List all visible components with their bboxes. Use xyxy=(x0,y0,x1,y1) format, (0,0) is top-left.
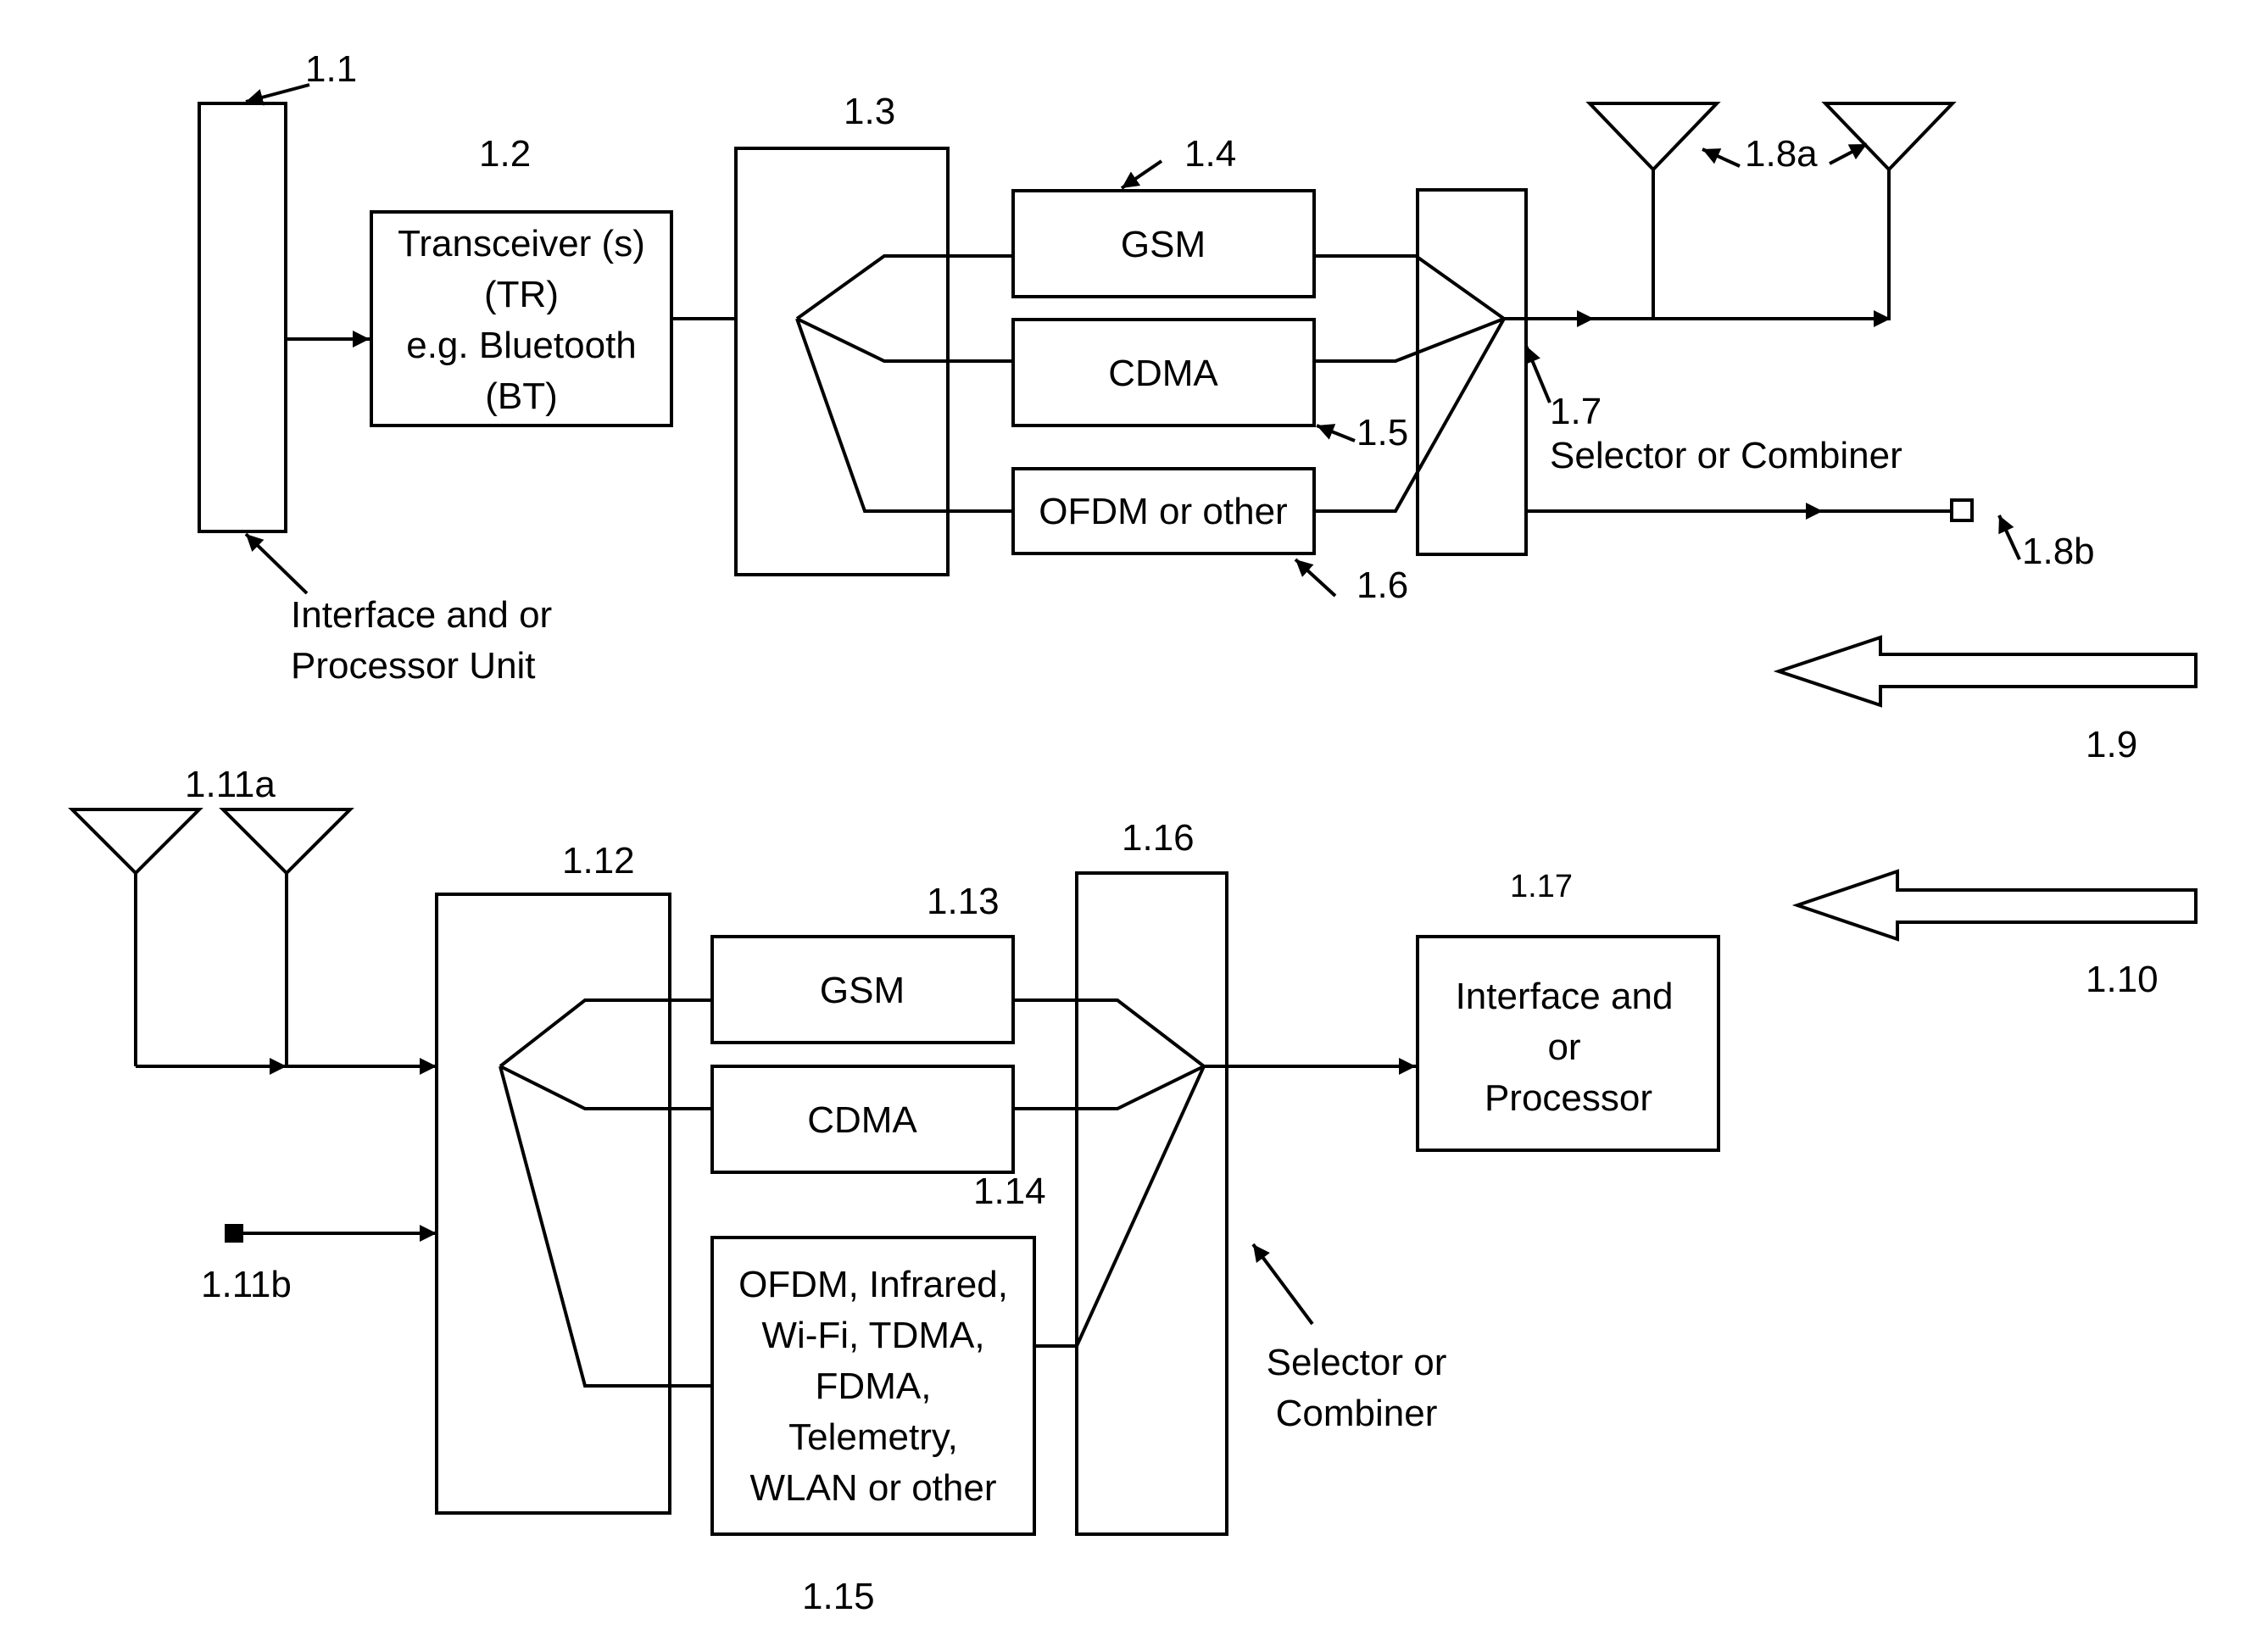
processor-line-3: Processor xyxy=(1485,1077,1652,1119)
ref-1-6: 1.6 xyxy=(1356,565,1408,606)
multi-line-4: Telemetry, xyxy=(788,1416,958,1458)
ref-1-8a: 1.8a xyxy=(1745,133,1818,175)
antenna-2-bottom xyxy=(223,809,350,873)
leader-1-4 xyxy=(1122,161,1161,188)
combine-path-cdma xyxy=(1314,319,1504,361)
interface-caption-line-1: Interface and or xyxy=(291,594,552,636)
antenna-1-top xyxy=(1590,103,1717,170)
transceiver-line-2: (TR) xyxy=(484,274,559,315)
processor-line-2: or xyxy=(1547,1026,1580,1068)
interface-caption-line-2: Processor Unit xyxy=(291,645,536,687)
leader-1-8a-left xyxy=(1702,149,1740,166)
leader-1-6 xyxy=(1295,559,1335,596)
selector-label-top: Selector or Combiner xyxy=(1550,435,1902,476)
leader-1-8b xyxy=(1999,515,2019,559)
ref-1-2: 1.2 xyxy=(479,133,531,175)
transceiver-line-3: e.g. Bluetooth xyxy=(406,325,637,366)
selector-box-top xyxy=(1418,190,1526,554)
ref-1-4: 1.4 xyxy=(1184,133,1236,175)
antenna-2-top xyxy=(1825,103,1953,170)
antenna-1-bottom xyxy=(72,809,199,873)
leader-1-8a-right xyxy=(1830,144,1867,164)
cdma-label-bottom: CDMA xyxy=(807,1099,917,1141)
combine-path-gsm-bottom xyxy=(1013,1000,1204,1066)
multi-line-1: OFDM, Infrared, xyxy=(738,1264,1008,1305)
leader-selector-bottom xyxy=(1253,1244,1312,1324)
ref-1-13: 1.13 xyxy=(927,881,1000,922)
gsm-label-top: GSM xyxy=(1121,224,1206,265)
ref-1-16: 1.16 xyxy=(1122,817,1195,859)
leader-1-1 xyxy=(246,85,309,102)
ref-1-17: 1.17 xyxy=(1510,869,1573,904)
selector-label-bottom-line-1: Selector or xyxy=(1267,1342,1447,1383)
transceiver-line-1: Transceiver (s) xyxy=(398,223,645,264)
multi-line-2: Wi-Fi, TDMA, xyxy=(761,1315,984,1356)
ref-1-14: 1.14 xyxy=(973,1171,1046,1212)
cdma-label-top: CDMA xyxy=(1108,353,1218,394)
port-terminal-bottom xyxy=(225,1224,243,1243)
ofdm-label-top: OFDM or other xyxy=(1039,491,1287,532)
combine-path-ofdm xyxy=(1314,319,1504,511)
processor-line-1: Interface and xyxy=(1456,976,1674,1017)
combine-path-gsm xyxy=(1314,256,1504,319)
combine-path-cdma-bottom xyxy=(1013,1066,1204,1109)
ref-1-11b: 1.11b xyxy=(201,1264,292,1305)
flow-arrow-bottom xyxy=(1797,871,2196,939)
flow-arrow-top xyxy=(1779,637,2196,705)
ref-1-8b: 1.8b xyxy=(2022,531,2095,572)
ref-1-1: 1.1 xyxy=(305,48,357,90)
leader-interface-caption xyxy=(246,534,307,593)
ref-1-10: 1.10 xyxy=(2086,959,2159,1000)
multi-line-5: WLAN or other xyxy=(750,1467,997,1509)
multi-line-3: FDMA, xyxy=(816,1366,932,1407)
splitter-box-bottom xyxy=(437,894,670,1513)
leader-1-5 xyxy=(1317,426,1355,441)
gsm-label-bottom: GSM xyxy=(820,970,905,1011)
selector-label-bottom-line-2: Combiner xyxy=(1276,1393,1438,1434)
ref-1-3: 1.3 xyxy=(844,91,895,132)
ref-1-7: 1.7 xyxy=(1550,391,1602,432)
ref-1-9: 1.9 xyxy=(2086,724,2137,765)
selector-box-bottom xyxy=(1077,873,1227,1534)
port-terminal-top xyxy=(1952,500,1972,520)
ref-1-15: 1.15 xyxy=(802,1576,875,1617)
transceiver-line-4: (BT) xyxy=(485,375,558,417)
ref-1-11a: 1.11a xyxy=(185,764,276,805)
ref-1-12: 1.12 xyxy=(562,840,635,882)
interface-processor-unit-bar xyxy=(199,103,286,531)
ref-1-5: 1.5 xyxy=(1356,412,1408,453)
leader-1-7 xyxy=(1526,346,1550,403)
